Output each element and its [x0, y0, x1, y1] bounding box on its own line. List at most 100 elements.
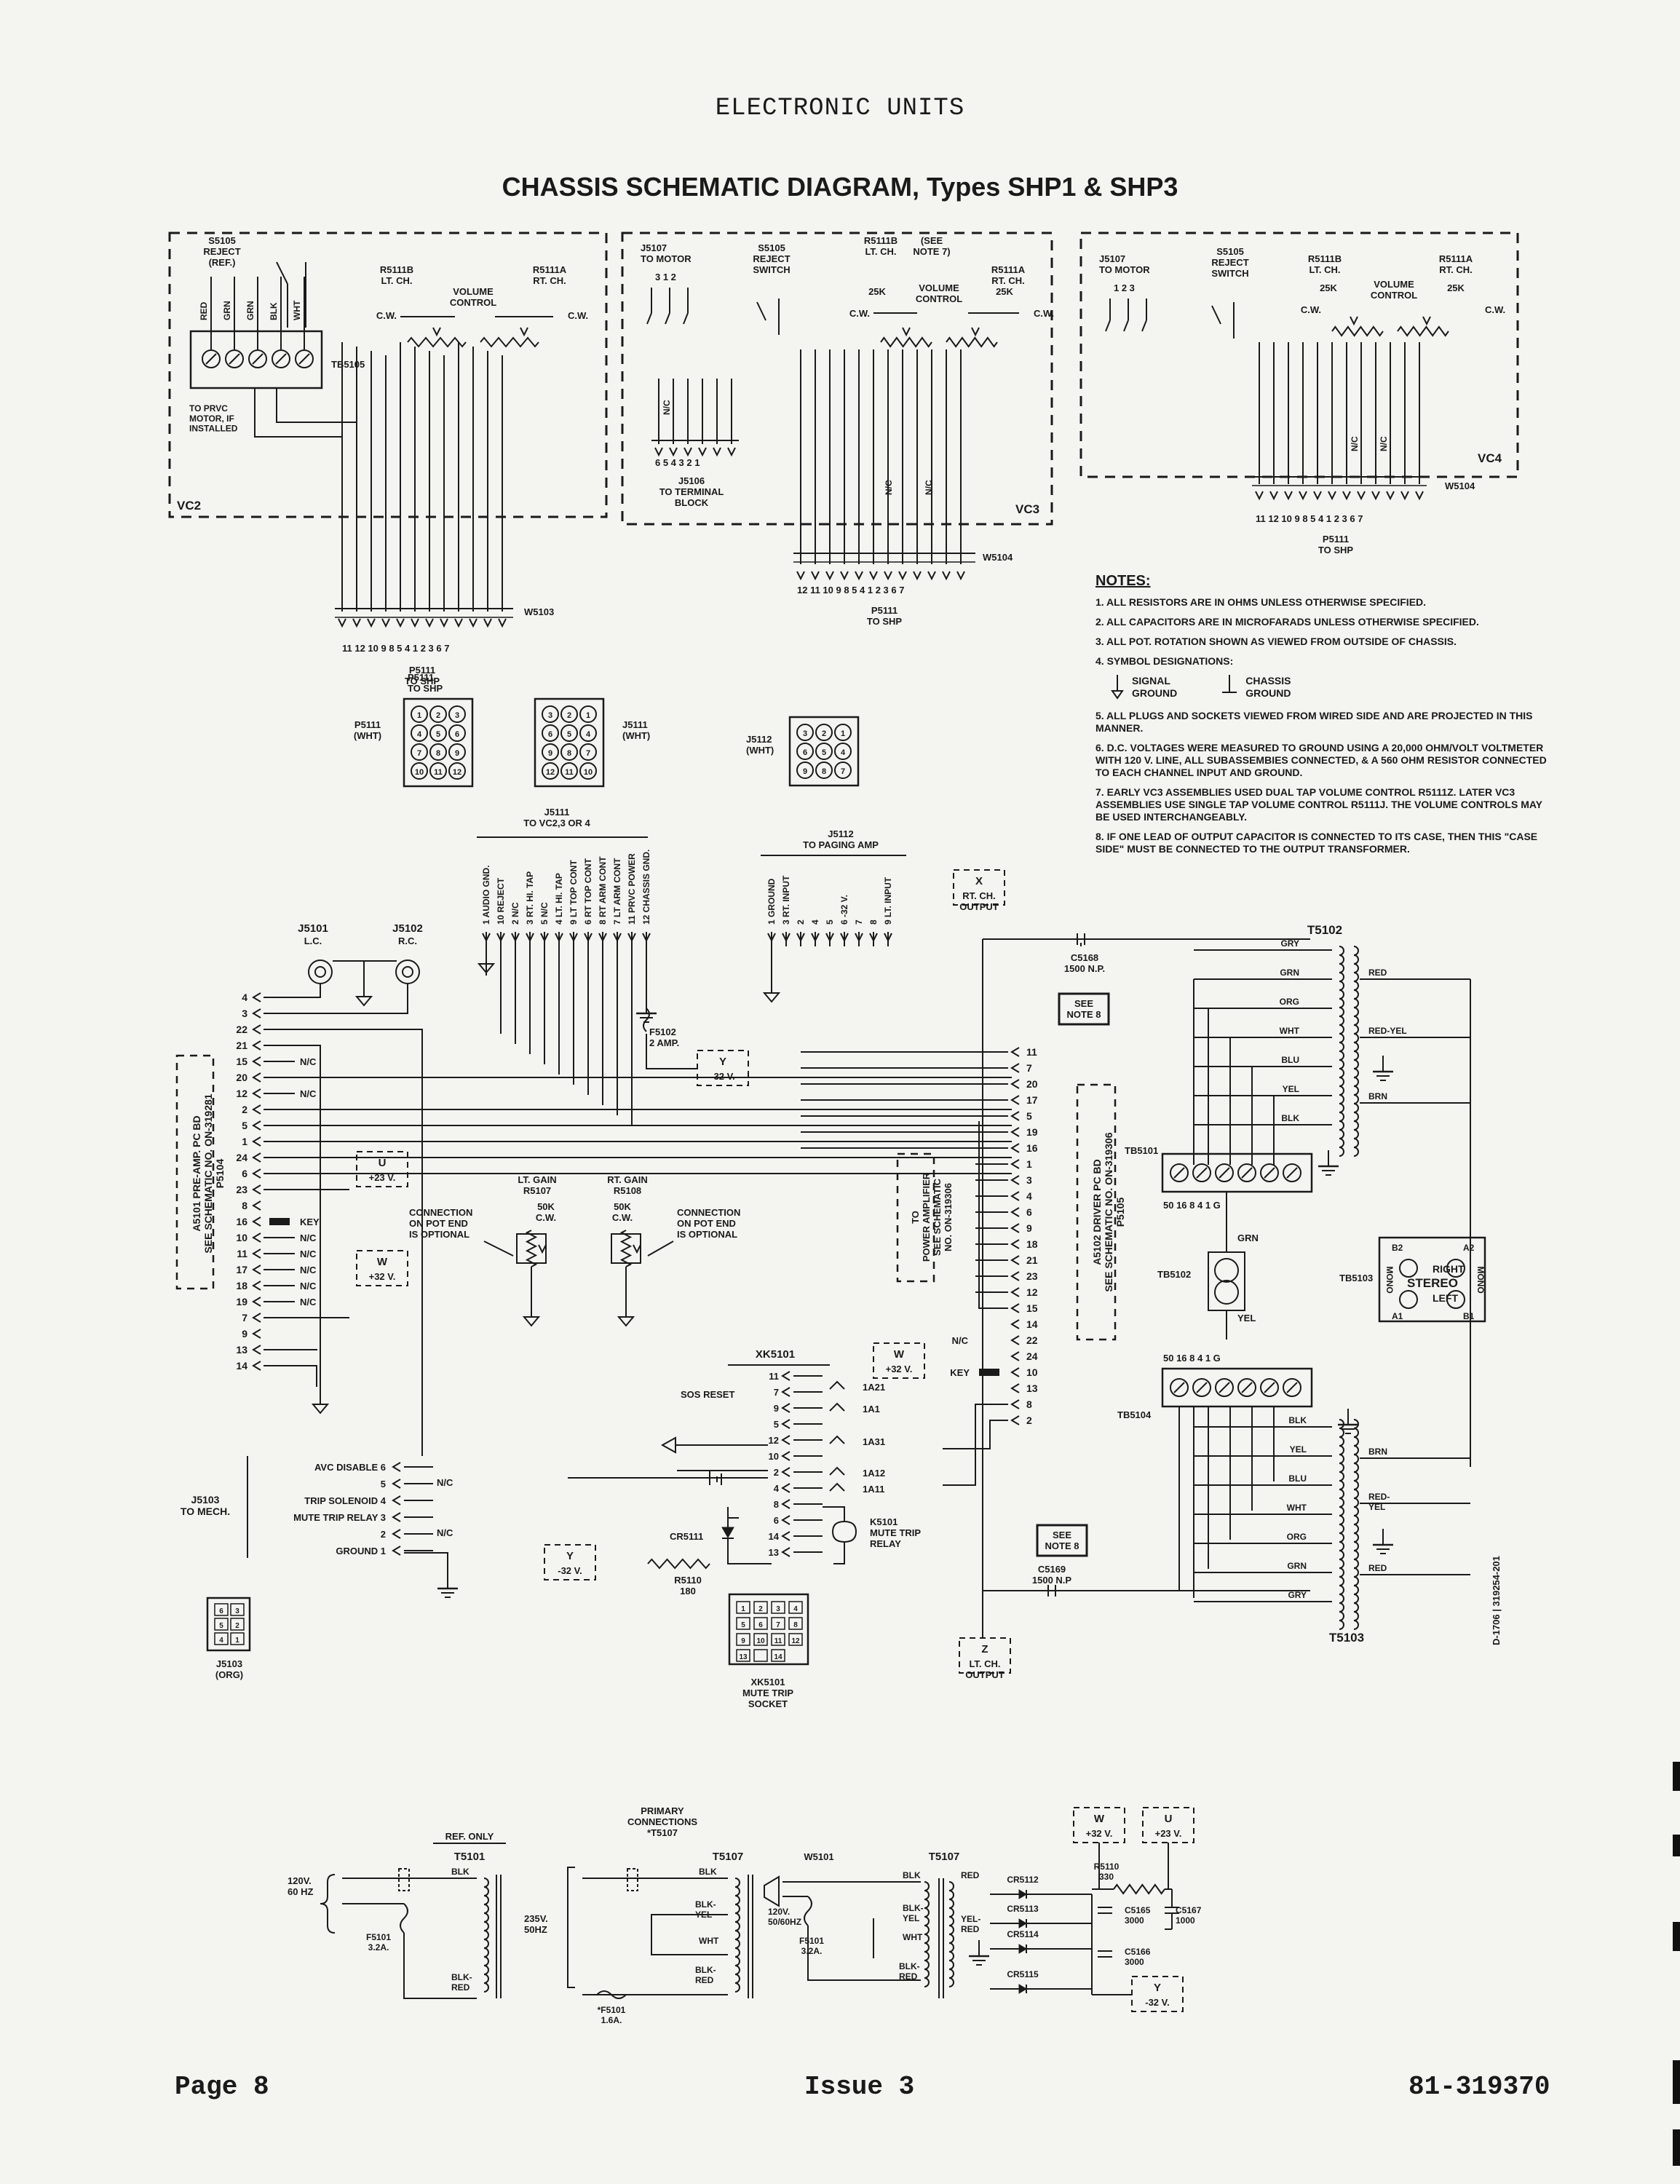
- blk-label: BLK: [451, 1867, 469, 1877]
- nc-label: N/C: [300, 1249, 317, 1259]
- terminal-icon: [1283, 1163, 1301, 1182]
- connector-pin-icon: [429, 762, 447, 780]
- connector-pin-icon: [1010, 1111, 1020, 1121]
- connector-pin-label: 8: [822, 767, 826, 776]
- p5105-pin: 10: [1026, 1366, 1038, 1378]
- p5104-pin: 11: [237, 1248, 247, 1259]
- wire-color-label: GRN: [1237, 1233, 1259, 1243]
- p5105-pin: 5: [1026, 1110, 1032, 1122]
- connector-pin-icon: [1010, 1223, 1020, 1233]
- p5104-pin: 2: [242, 1104, 247, 1115]
- connector-pin-icon: [796, 724, 814, 741]
- pin-arrow-icon: [855, 571, 863, 581]
- wire: [403, 1933, 477, 1999]
- key-icon: [269, 1218, 290, 1225]
- cr5111-label: CR5111: [670, 1531, 703, 1542]
- connector-pin-icon: [1010, 1047, 1020, 1057]
- binding-mark: [1673, 2129, 1680, 2166]
- yelred-label: YEL-RED: [961, 1914, 980, 1934]
- nc-label: N/C: [952, 1335, 969, 1346]
- switch-icon: [276, 261, 288, 285]
- p5104-pin: 5: [242, 1120, 247, 1131]
- connector-pin-icon: [781, 1371, 791, 1381]
- brace-icon: [320, 1874, 336, 1934]
- socket-pin-icon: [736, 1601, 750, 1614]
- contact-icon: [829, 1466, 845, 1476]
- socket-pin-icon: [788, 1633, 803, 1646]
- connector-pin-icon: [411, 705, 428, 723]
- cw-label: C.W.: [1034, 308, 1054, 319]
- wire-color-label: GRN: [1287, 1561, 1307, 1571]
- socket-pin-icon: [788, 1617, 803, 1630]
- pin-arrow-icon: [469, 618, 478, 628]
- y-voltage-box-letter: Y: [719, 1056, 726, 1068]
- plug-icon: [764, 1875, 780, 1907]
- pin-arrow-icon: [555, 933, 563, 943]
- terminal-icon: [202, 349, 221, 368]
- connector-pin-icon: [781, 1547, 791, 1557]
- wiper-arrow-icon: [902, 327, 911, 337]
- pin-arrow-icon: [1342, 491, 1351, 501]
- x-output-box-value: RT. CH.OUTPUT: [959, 890, 999, 912]
- capacitor-icon: [1098, 1907, 1112, 1914]
- socket-pin-label: 5: [741, 1621, 745, 1629]
- p5111-connector: [403, 697, 474, 788]
- t5101-label: T5101: [454, 1851, 486, 1863]
- j5102-label: J5102: [392, 922, 423, 935]
- wire: [404, 1552, 448, 1572]
- connector-pin-icon: [815, 724, 833, 741]
- tb5104-label: TB5104: [1117, 1409, 1152, 1420]
- a2-label: A2: [1463, 1243, 1475, 1253]
- wire: [1105, 320, 1111, 332]
- note-5: 5. ALL PLUGS AND SOCKETS VIEWED FROM WIR…: [1095, 710, 1533, 734]
- wiper-arrow-icon: [1422, 316, 1431, 326]
- w5103-label: W5103: [524, 606, 554, 617]
- connector-pin-label: 12: [546, 768, 555, 777]
- terminal-icon: [272, 349, 290, 368]
- connector-pin-icon: [1010, 1079, 1020, 1089]
- r5111a-resistor-icon: [1397, 325, 1449, 337]
- connector-pin-icon: [252, 992, 261, 1002]
- fuse-icon: [596, 1990, 627, 1999]
- side-code-label: D-1706 | 319254-201: [1491, 1556, 1502, 1645]
- j5112-pin-label: 2: [796, 919, 806, 925]
- contact-icon: [829, 1380, 845, 1390]
- connector-pin-icon: [1010, 1303, 1020, 1313]
- connector-pin-icon: [781, 1403, 791, 1413]
- wire: [646, 1034, 697, 1069]
- wiper-arrow-icon: [538, 1244, 547, 1254]
- pin-arrow-icon: [811, 571, 820, 581]
- wire-color-label: GRN: [1280, 968, 1299, 978]
- note-6: 6. D.C. VOLTAGES WERE MEASURED TO GROUND…: [1095, 742, 1547, 778]
- pin-arrow-icon: [1415, 491, 1424, 501]
- capacitor-icon: [1047, 1585, 1056, 1597]
- wire-color-label: RED: [199, 301, 209, 320]
- connector-pin-icon: [1010, 1367, 1020, 1377]
- contact-icon: [829, 1482, 845, 1492]
- xk-pin: 13: [769, 1547, 779, 1558]
- xk-pin: 12: [769, 1435, 779, 1446]
- r5111b-resistor-icon: [1331, 325, 1384, 337]
- pin-arrow-icon: [454, 618, 463, 628]
- b2-label: B2: [1392, 1243, 1403, 1253]
- connector-pin-icon: [429, 724, 447, 742]
- blkred-label: BLK-RED: [451, 1972, 472, 1993]
- socket-pin-icon: [736, 1633, 750, 1646]
- blkyel-label: BLK-YEL: [903, 1903, 924, 1923]
- wire-color-label: RED: [1368, 1563, 1387, 1573]
- connector-pin-icon: [781, 1419, 791, 1429]
- p5104-side-label: A5101 PRE-AMP. PC BDSEE SCHEMATIC NO. ON…: [191, 1093, 226, 1253]
- connector-pin-label: 6: [548, 730, 552, 739]
- connector-pin-label: 5: [822, 748, 826, 757]
- terminal-icon: [1237, 1378, 1256, 1397]
- p5105-pin: 3: [1026, 1174, 1032, 1186]
- wire-color-label: BLK: [1281, 1113, 1299, 1123]
- socket-pin-icon: [771, 1649, 785, 1662]
- pin-arrow-icon: [840, 933, 849, 943]
- pin-arrow-icon: [796, 571, 805, 581]
- socket-pin-label: 13: [739, 1653, 748, 1661]
